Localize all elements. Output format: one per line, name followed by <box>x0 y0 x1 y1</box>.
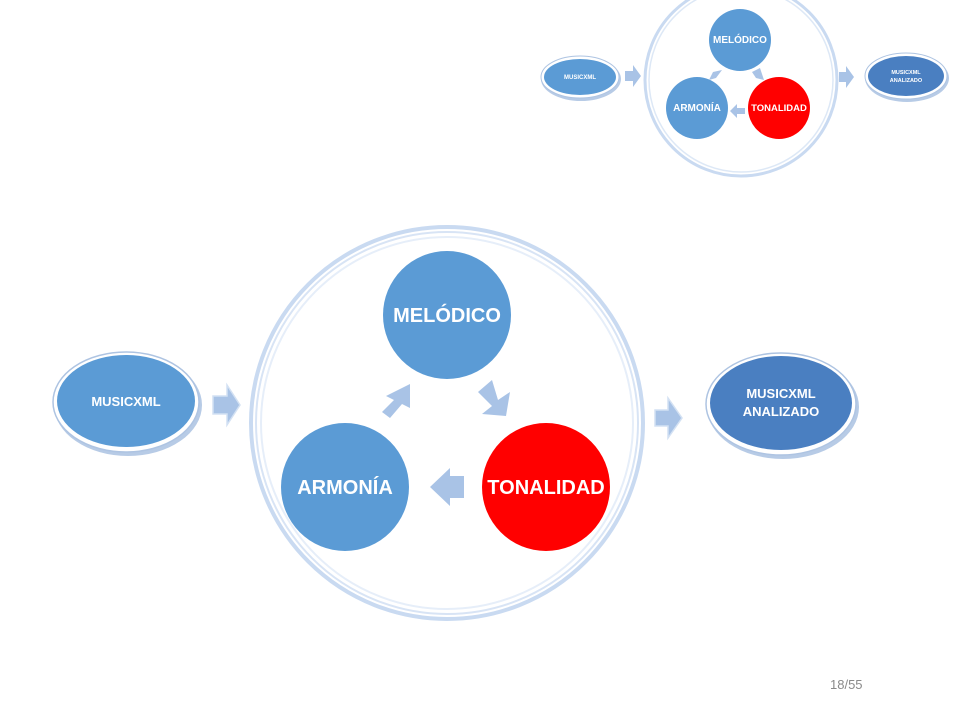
thumbnail-container-ring <box>643 0 839 178</box>
main-cycle-arrow-tonalidad-armonia <box>430 468 464 506</box>
main-node-armonia-label: ARMONÍA <box>297 476 393 499</box>
main-node-melodico: MELÓDICO <box>383 251 511 379</box>
main-cycle-arrow-armonia-melodico <box>382 384 410 418</box>
main-cycle-arrow-melodico-tonalidad <box>478 380 510 416</box>
thumbnail-node-melodico: MELÓDICO <box>709 9 771 71</box>
main-node-melodico-label: MELÓDICO <box>393 303 501 327</box>
main-input-arrow <box>212 382 241 428</box>
thumbnail-diagram: MUSICXML MELÓDICO TONALIDAD ARMONÍA <box>540 0 949 178</box>
thumbnail-node-tonalidad: TONALIDAD <box>748 77 810 139</box>
thumbnail-output-node: MUSICXML ANALIZADO <box>864 52 949 102</box>
thumbnail-input-node: MUSICXML <box>540 55 621 101</box>
page-number: 18/55 <box>830 677 863 692</box>
main-node-tonalidad-label: TONALIDAD <box>487 477 604 499</box>
main-input-label: MUSICXML <box>91 394 160 409</box>
thumbnail-output-arrow <box>839 66 854 88</box>
main-output-node: MUSICXML ANALIZADO <box>705 352 859 459</box>
main-node-armonia: ARMONÍA <box>281 423 409 551</box>
thumbnail-node-melodico-label: MELÓDICO <box>713 33 767 46</box>
main-diagram: MUSICXML MELÓDICO TONALIDAD ARMONÍA <box>52 225 859 621</box>
thumbnail-input-arrow <box>625 65 641 87</box>
thumbnail-node-tonalidad-label: TONALIDAD <box>751 103 807 114</box>
main-input-node: MUSICXML <box>52 351 202 456</box>
main-output-label-line2: ANALIZADO <box>743 404 820 419</box>
thumbnail-node-armonia-label: ARMONÍA <box>673 101 721 114</box>
thumbnail-output-label-line2: ANALIZADO <box>890 78 923 84</box>
thumbnail-input-label: MUSICXML <box>564 75 596 81</box>
thumbnail-node-armonia: ARMONÍA <box>666 77 728 139</box>
thumbnail-cycle-arrows <box>709 68 764 118</box>
main-output-label-line1: MUSICXML <box>746 386 815 401</box>
main-container-ring <box>249 225 645 621</box>
main-output-arrow <box>654 395 683 441</box>
thumbnail-output-label-line1: MUSICXML <box>891 70 921 76</box>
main-node-tonalidad: TONALIDAD <box>482 423 610 551</box>
